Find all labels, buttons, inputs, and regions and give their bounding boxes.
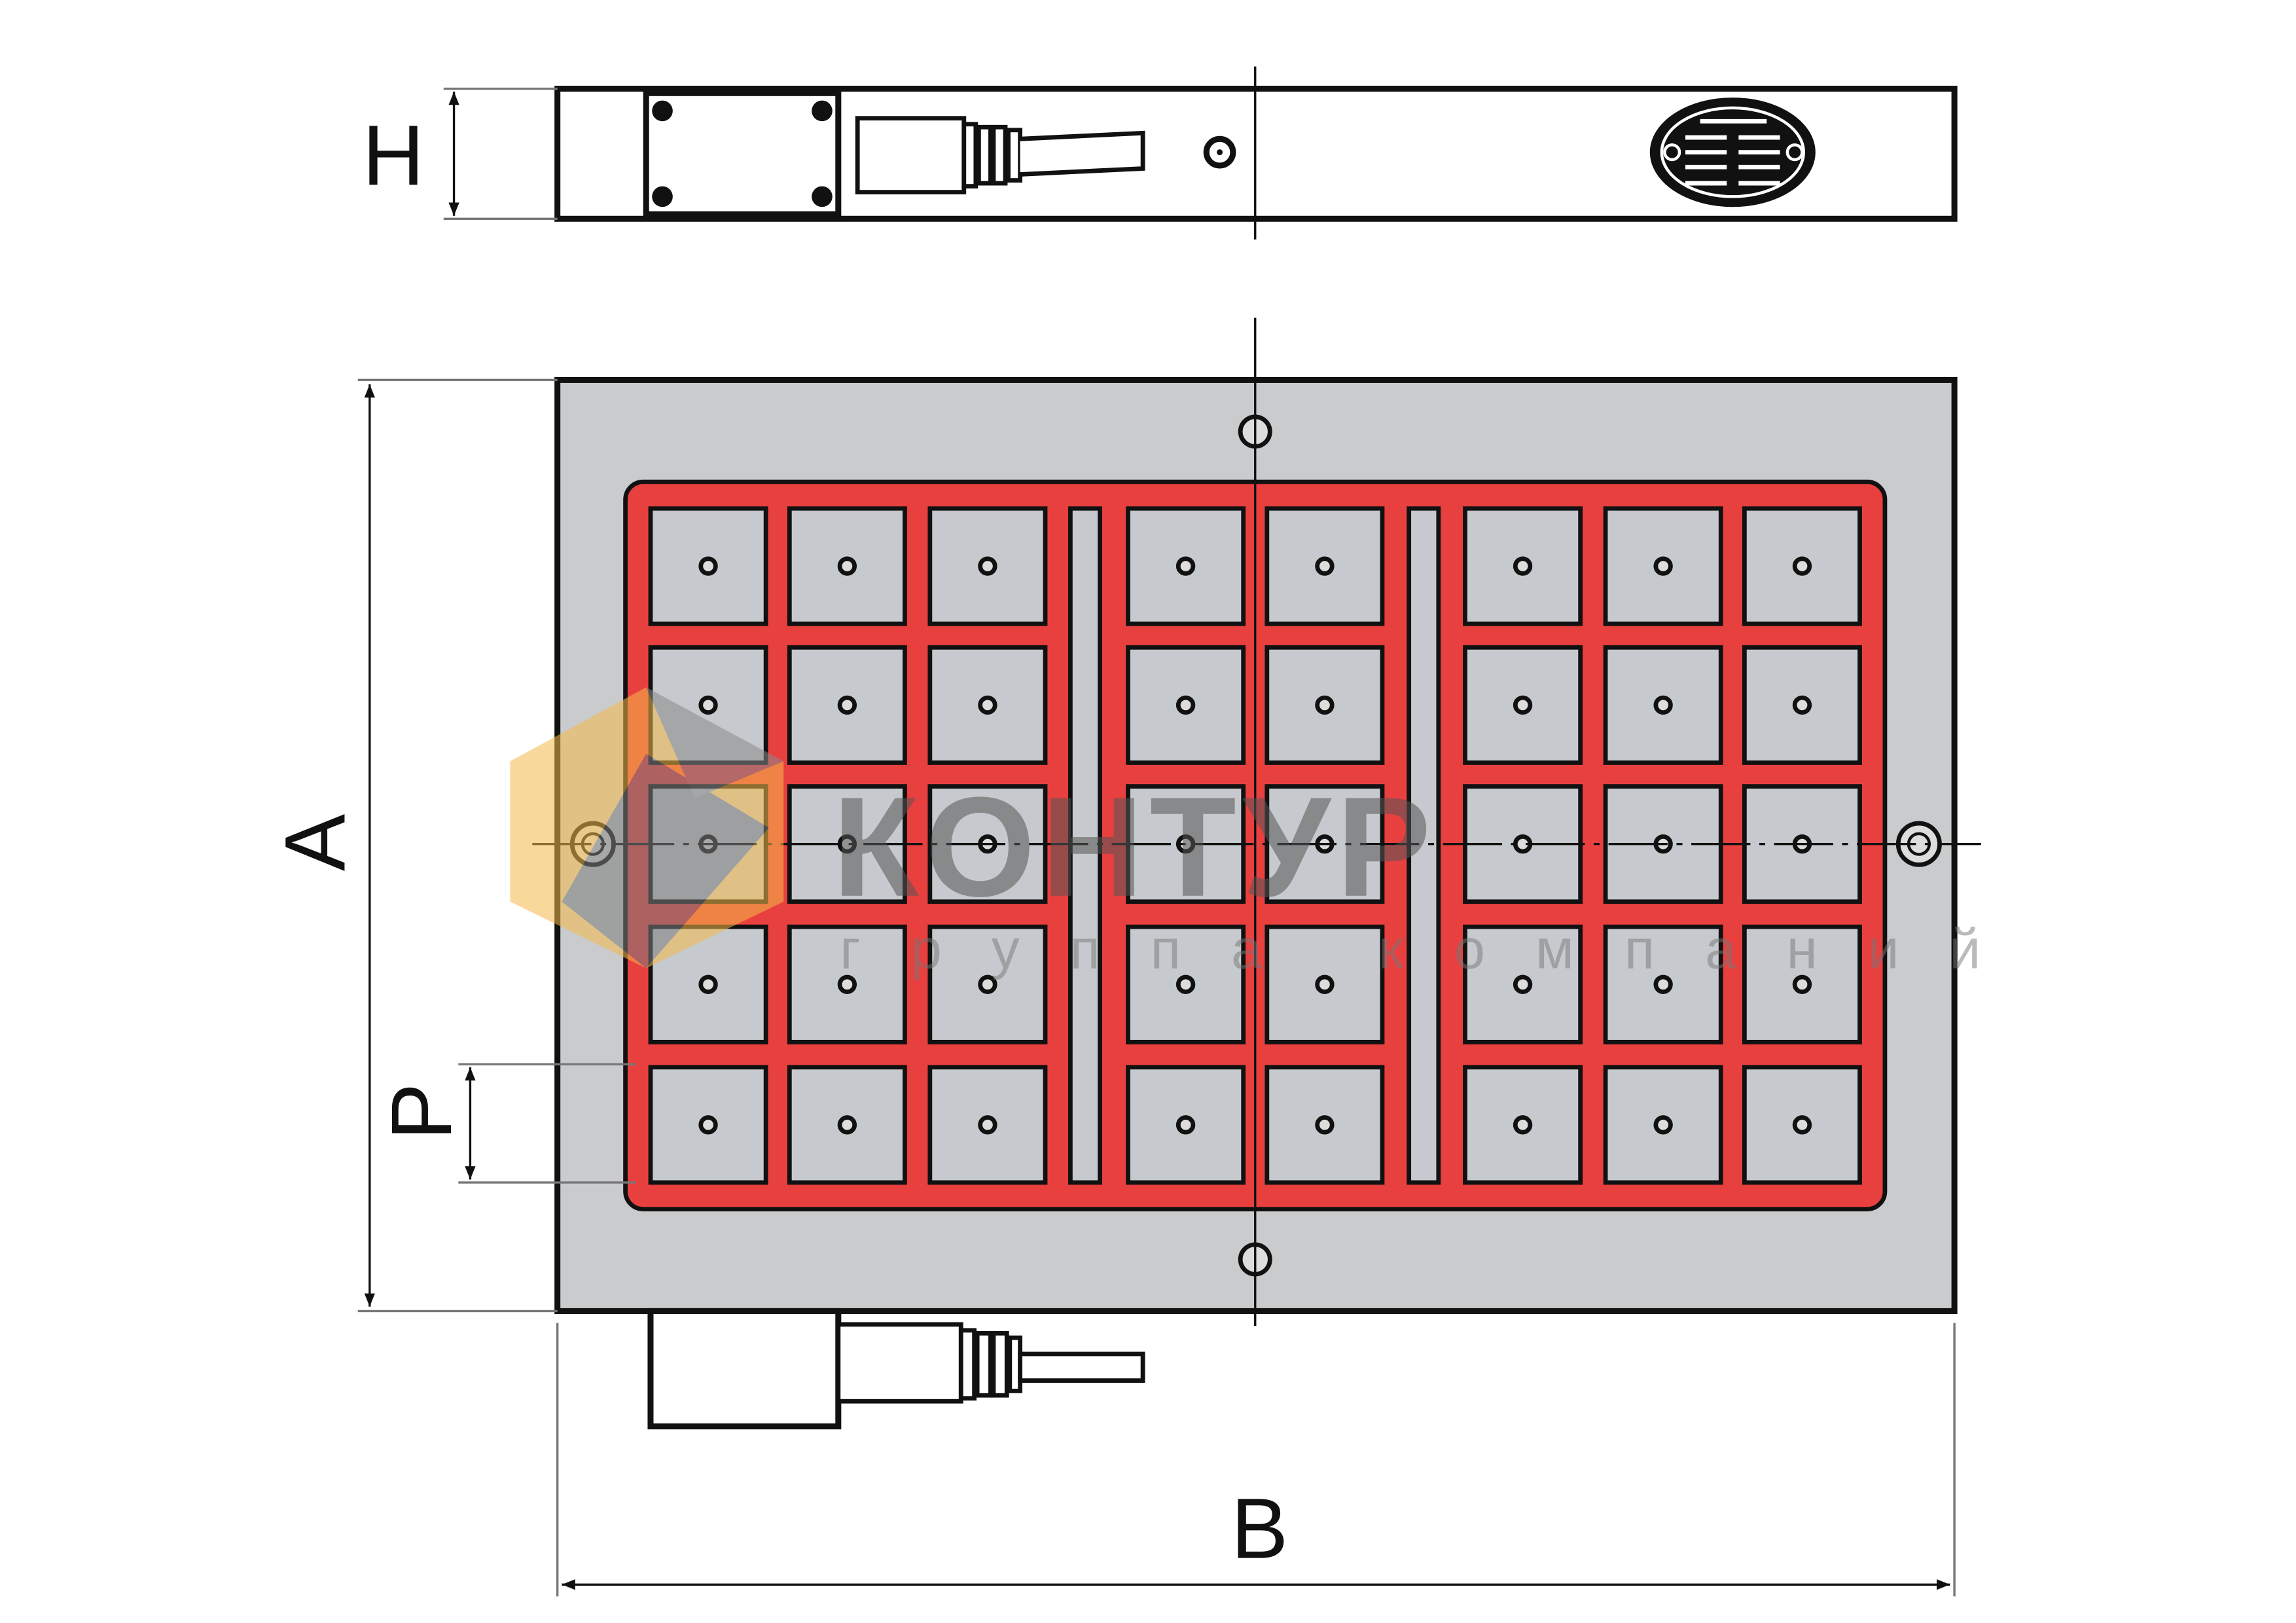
watermark: КОНТУР группа компаний: [510, 687, 2031, 980]
pole-hole: [698, 1115, 718, 1135]
watermark-brand: КОНТУР: [833, 768, 1437, 926]
dimension-label-p: P: [373, 1083, 469, 1140]
vent-grille-icon: [1649, 98, 1816, 207]
pole-hole: [1315, 1115, 1335, 1135]
pole-hole: [837, 695, 857, 715]
pole-hole: [1315, 556, 1335, 576]
pole-hole: [1175, 974, 1196, 994]
pole-hole: [1315, 695, 1335, 715]
pole-hole: [1175, 695, 1196, 715]
plan-view: A P B: [266, 317, 1981, 1597]
pole-square: [1603, 645, 1723, 765]
pole-hole: [1175, 1115, 1196, 1135]
pole-hole: [1792, 556, 1812, 576]
pole-hole: [698, 695, 718, 715]
pole-hole: [978, 695, 997, 715]
cable: [1020, 130, 1145, 177]
pole-hole: [1792, 695, 1812, 715]
pole-hole: [698, 974, 718, 994]
connector-thread: [961, 122, 1023, 188]
pole-hole: [1792, 1115, 1812, 1135]
brand-logo-icon: [510, 687, 784, 969]
pole-square: [1265, 506, 1385, 626]
pole-hole: [837, 556, 857, 576]
separator-strip: [1068, 506, 1102, 1185]
pole-hole: [1315, 974, 1335, 994]
pole-hole: [1513, 556, 1533, 576]
junction-box: [643, 90, 842, 218]
pole-hole: [1513, 974, 1533, 994]
separator-strip: [1407, 506, 1441, 1185]
pole-hole: [837, 1115, 857, 1135]
junction-box-bottom: [647, 1308, 842, 1430]
pole-hole: [1513, 1115, 1533, 1135]
dimension-label-a: A: [266, 813, 363, 871]
dimension-label-h: H: [363, 107, 425, 203]
pole-hole: [1792, 974, 1812, 994]
pole-hole: [978, 1115, 997, 1135]
pole-hole: [837, 974, 857, 994]
pole-hole: [698, 556, 718, 576]
watermark-subtitle: группа компаний: [840, 918, 2031, 980]
cable-bottom: [1018, 1351, 1145, 1383]
pole-hole: [1653, 974, 1673, 994]
pole-hole: [1175, 556, 1196, 576]
pole-square: [1126, 506, 1246, 626]
side-view: H: [363, 66, 1958, 240]
pole-hole: [978, 556, 997, 576]
pole-hole: [978, 974, 997, 994]
pole-hole: [1653, 695, 1673, 715]
pole-hole: [1653, 556, 1673, 576]
dimension-label-b: B: [1231, 1480, 1288, 1577]
pole-hole: [1653, 1115, 1673, 1135]
connector-body: [855, 116, 967, 195]
pole-hole: [1513, 695, 1533, 715]
